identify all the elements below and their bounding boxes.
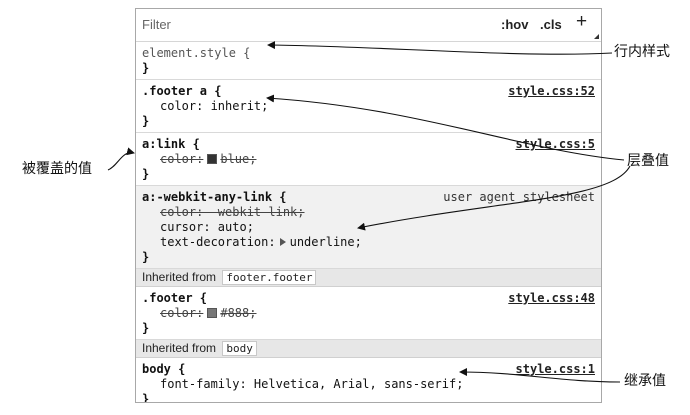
arrow-cascade-top: [266, 94, 625, 161]
declaration-property: color:: [160, 152, 204, 166]
declaration-property: color:: [160, 306, 204, 320]
inherited-from-header: Inherited from body: [136, 340, 601, 358]
annotation-inherited: 继承值: [624, 373, 666, 389]
corner-triangle-icon: [594, 34, 599, 39]
rule-selector[interactable]: body {: [142, 362, 186, 376]
rule-close-brace: }: [142, 114, 150, 128]
new-rule-button[interactable]: +: [576, 11, 588, 32]
arrow-inline-style: [267, 41, 613, 55]
annotation-inline-style: 行内样式: [614, 44, 670, 60]
rule-close-brace: }: [142, 392, 150, 403]
inherited-node-link[interactable]: body: [222, 341, 257, 356]
rule-selector[interactable]: .footer a {: [142, 84, 222, 98]
rule-close-brace: }: [142, 61, 150, 75]
filter-input[interactable]: Filter: [142, 17, 171, 32]
source-link[interactable]: style.css:48: [508, 291, 595, 305]
rule-close-brace: }: [142, 250, 150, 264]
inherited-label: Inherited from: [142, 270, 217, 284]
overridden-declaration: color: -webkit-link;: [160, 205, 305, 219]
declaration-value: blue;: [220, 152, 257, 166]
rule-footer-a: .footer a { style.css:52 color: inherit;…: [136, 80, 601, 133]
rule-close-brace: }: [142, 167, 150, 181]
cls-toggle-button[interactable]: .cls: [540, 17, 562, 32]
rule-a-link: a:link { style.css:5 color: blue; }: [136, 133, 601, 186]
declaration: cursor: auto;: [160, 220, 254, 234]
expand-triangle-icon[interactable]: [279, 238, 286, 246]
source-link[interactable]: style.css:5: [515, 137, 595, 151]
color-swatch[interactable]: [207, 308, 218, 318]
user-agent-source: user agent stylesheet: [443, 190, 595, 204]
declaration-value: #888;: [220, 306, 257, 320]
inherited-label: Inherited from: [142, 341, 217, 355]
arrow-overridden: [107, 147, 135, 171]
annotation-overridden: 被覆盖的值: [22, 161, 92, 177]
source-link[interactable]: style.css:1: [515, 362, 595, 376]
color-swatch[interactable]: [207, 154, 218, 164]
declaration: text-decoration: underline;: [142, 235, 595, 250]
overridden-declaration[interactable]: color: blue;: [142, 152, 595, 167]
declaration-value: underline;: [289, 235, 362, 249]
declaration[interactable]: font-family: Helvetica, Arial, sans-seri…: [160, 377, 464, 391]
rule-element-style: element.style { }: [136, 42, 601, 80]
rule-webkit-any-link: a:-webkit-any-link { user agent styleshe…: [136, 186, 601, 269]
rule-close-brace: }: [142, 321, 150, 335]
rule-selector[interactable]: element.style {: [142, 46, 251, 60]
rule-selector[interactable]: .footer {: [142, 291, 208, 305]
overridden-declaration[interactable]: color: #888;: [142, 306, 595, 321]
rule-body: body { style.css:1 font-family: Helvetic…: [136, 358, 601, 403]
arrow-cascade-bottom: [357, 165, 631, 231]
source-link[interactable]: style.css:52: [508, 84, 595, 98]
rule-selector[interactable]: a:link {: [142, 137, 200, 151]
rule-footer: .footer { style.css:48 color: #888; }: [136, 287, 601, 340]
declaration[interactable]: color: inherit;: [160, 99, 269, 113]
annotation-cascade: 层叠值: [627, 153, 669, 169]
rule-selector[interactable]: a:-webkit-any-link {: [142, 190, 287, 204]
styles-pane: Filter :hov .cls + element.style { } .fo…: [135, 8, 602, 403]
inherited-from-header: Inherited from footer.footer: [136, 269, 601, 287]
arrow-inherited: [459, 368, 621, 383]
inherited-node-link[interactable]: footer.footer: [222, 270, 317, 285]
styles-toolbar: Filter :hov .cls +: [136, 9, 601, 42]
hov-toggle-button[interactable]: :hov: [501, 17, 529, 32]
declaration-property: text-decoration:: [160, 235, 276, 249]
